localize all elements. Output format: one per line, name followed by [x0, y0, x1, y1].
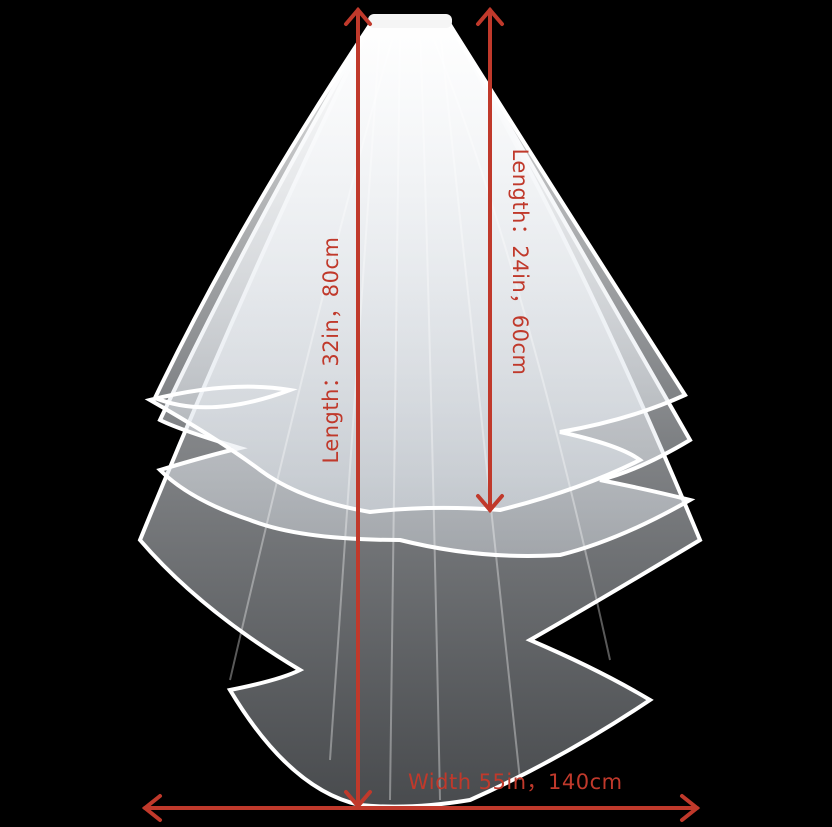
arrow-head-icon	[344, 6, 372, 26]
arrow-head-icon	[476, 494, 504, 514]
veil-folds	[229, 29, 611, 801]
inner-length-label: Length：24in，60cm	[508, 148, 532, 376]
veil-comb	[368, 14, 452, 28]
veil-top-layer	[144, 23, 688, 515]
width-label: Width 55in，140cm	[408, 770, 623, 794]
arrow-head-icon	[476, 6, 504, 26]
arrow-head-icon	[141, 794, 162, 822]
arrow-head-icon	[680, 794, 701, 822]
measure-lines	[141, 6, 701, 822]
overall-length-label: Length：32in，80cm	[319, 236, 343, 464]
